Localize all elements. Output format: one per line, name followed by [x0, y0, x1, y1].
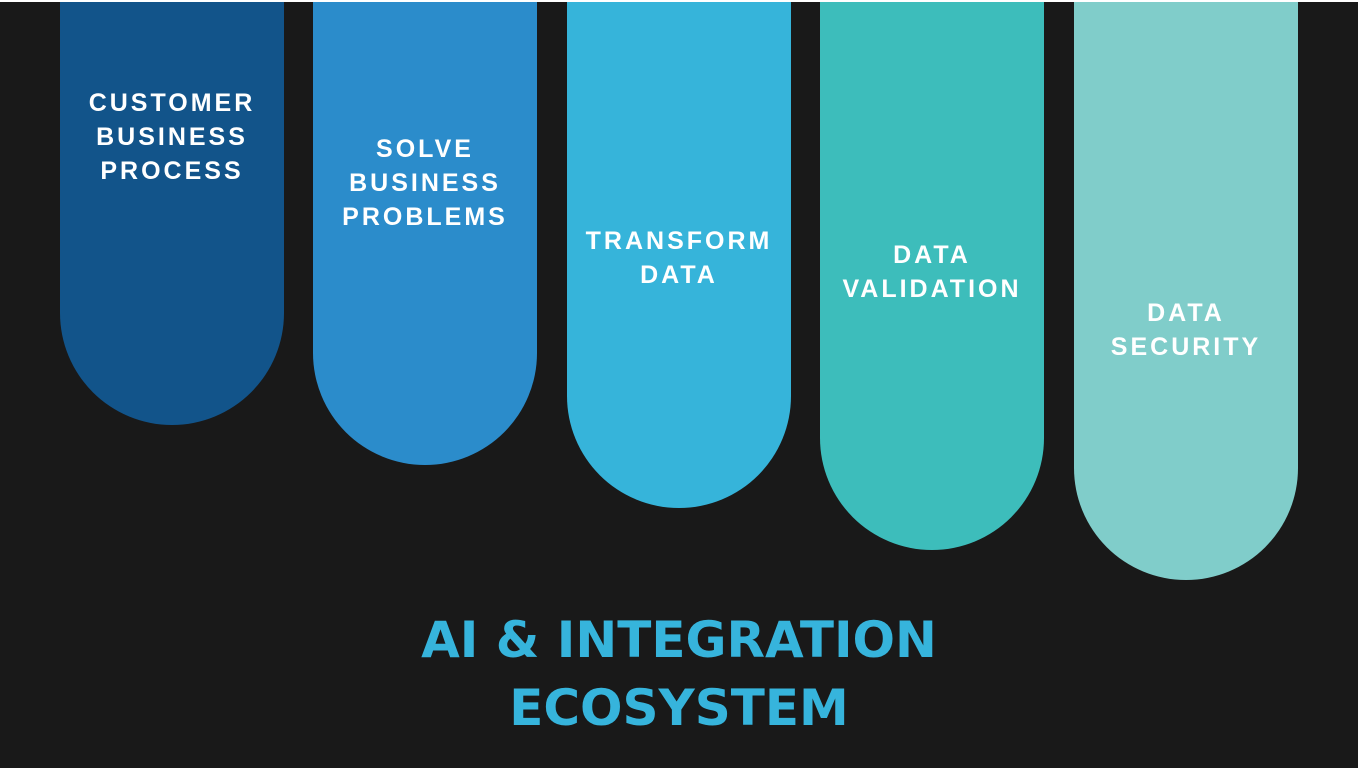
pillar-data-validation: DATA VALIDATION: [820, 2, 1044, 550]
pillar-solve-business-problems: SOLVE BUSINESS PROBLEMS: [313, 2, 537, 465]
pillar-label: DATA VALIDATION: [842, 241, 1022, 303]
pillar-data-security: DATA SECURITY: [1074, 2, 1298, 580]
pillar-label: TRANSFORM DATA: [585, 227, 773, 289]
title-line-2: ECOSYSTEM: [509, 679, 849, 737]
top-border: [0, 0, 1358, 2]
pillar-label: SOLVE BUSINESS PROBLEMS: [342, 135, 508, 231]
pillar-label: DATA SECURITY: [1110, 299, 1262, 361]
pillar-transform-data: TRANSFORM DATA: [567, 2, 791, 508]
pillar-customer-business-process: CUSTOMER BUSINESS PROCESS: [60, 2, 284, 425]
title-line-1: AI & INTEGRATION: [421, 611, 937, 669]
diagram-title: AI & INTEGRATION ECOSYSTEM: [0, 606, 1358, 742]
pillar-label: CUSTOMER BUSINESS PROCESS: [88, 89, 256, 185]
